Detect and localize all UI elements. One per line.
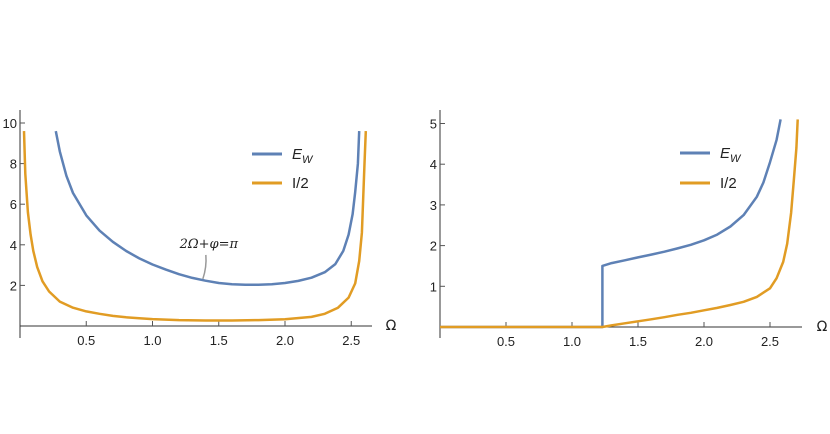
chart-right-x-axis-label: Ω [817, 319, 828, 335]
chart-left-ticks: 0.5 1.0 1.5 2.0 2.5 2 4 6 8 10 [3, 116, 361, 348]
chart-left-x-tick-label: 1.5 [210, 333, 228, 348]
chart-left-y-tick-label: 4 [10, 238, 17, 253]
chart-right-x-tick-label: 2.5 [761, 334, 779, 349]
chart-left-y-tick-label: 2 [10, 278, 17, 293]
chart-right-x-tick-label: 2.0 [695, 334, 713, 349]
chart-right-x-tick-label: 0.5 [497, 334, 515, 349]
chart-left-x-tick-label: 1.0 [143, 333, 161, 348]
chart-right-y-tick-label: 2 [430, 239, 437, 254]
chart-left-y-tick-label: 6 [10, 197, 17, 212]
chart-left-series-ew-line [54, 130, 361, 287]
chart-right-y-tick-label: 4 [430, 157, 437, 172]
chart-left-x-axis-label: Ω [386, 318, 397, 334]
chart-left-x-tick-label: 2.0 [276, 333, 294, 348]
chart-left-y-tick-label: 10 [3, 116, 17, 131]
chart-left-annotation: 2Ω+φ=π [179, 237, 239, 252]
chart-right-series-i2-line [440, 119, 799, 329]
chart-left-legend-ew-label: EW [292, 146, 314, 166]
chart-left-legend: EW I/2 [252, 146, 314, 192]
chart-left-series-i2-line [22, 131, 368, 322]
chart-left-y-tick-label: 8 [10, 157, 17, 172]
chart-left-x-tick-label: 0.5 [77, 333, 95, 348]
chart-right-y-tick-label: 3 [430, 198, 437, 213]
chart-right-ticks: 0.5 1.0 1.5 2.0 2.5 1 2 3 4 5 [430, 117, 779, 350]
chart-right-y-tick-label: 1 [430, 279, 437, 294]
chart-left-panel: 0.5 1.0 1.5 2.0 2.5 2 4 6 8 10 2Ω+φ=π Ω EW I/2 [3, 110, 397, 348]
chart-right-x-tick-label: 1.0 [563, 334, 581, 349]
chart-right-x-tick-label: 1.5 [629, 334, 647, 349]
chart-right-series-ew-line [440, 119, 782, 329]
chart-right-legend: EW I/2 [680, 145, 742, 192]
chart-right-y-tick-label: 5 [430, 117, 437, 132]
chart-left-legend-i2-label: I/2 [292, 175, 309, 192]
chart-right-legend-i2-label: I/2 [720, 175, 737, 192]
chart-left-annotation-leader [202, 254, 207, 280]
chart-right-panel: 0.5 1.0 1.5 2.0 2.5 1 2 3 4 5 Ω EW I/2 [430, 110, 828, 349]
chart-right-legend-ew-label: EW [720, 145, 742, 165]
chart-left-x-tick-label: 2.5 [342, 333, 360, 348]
